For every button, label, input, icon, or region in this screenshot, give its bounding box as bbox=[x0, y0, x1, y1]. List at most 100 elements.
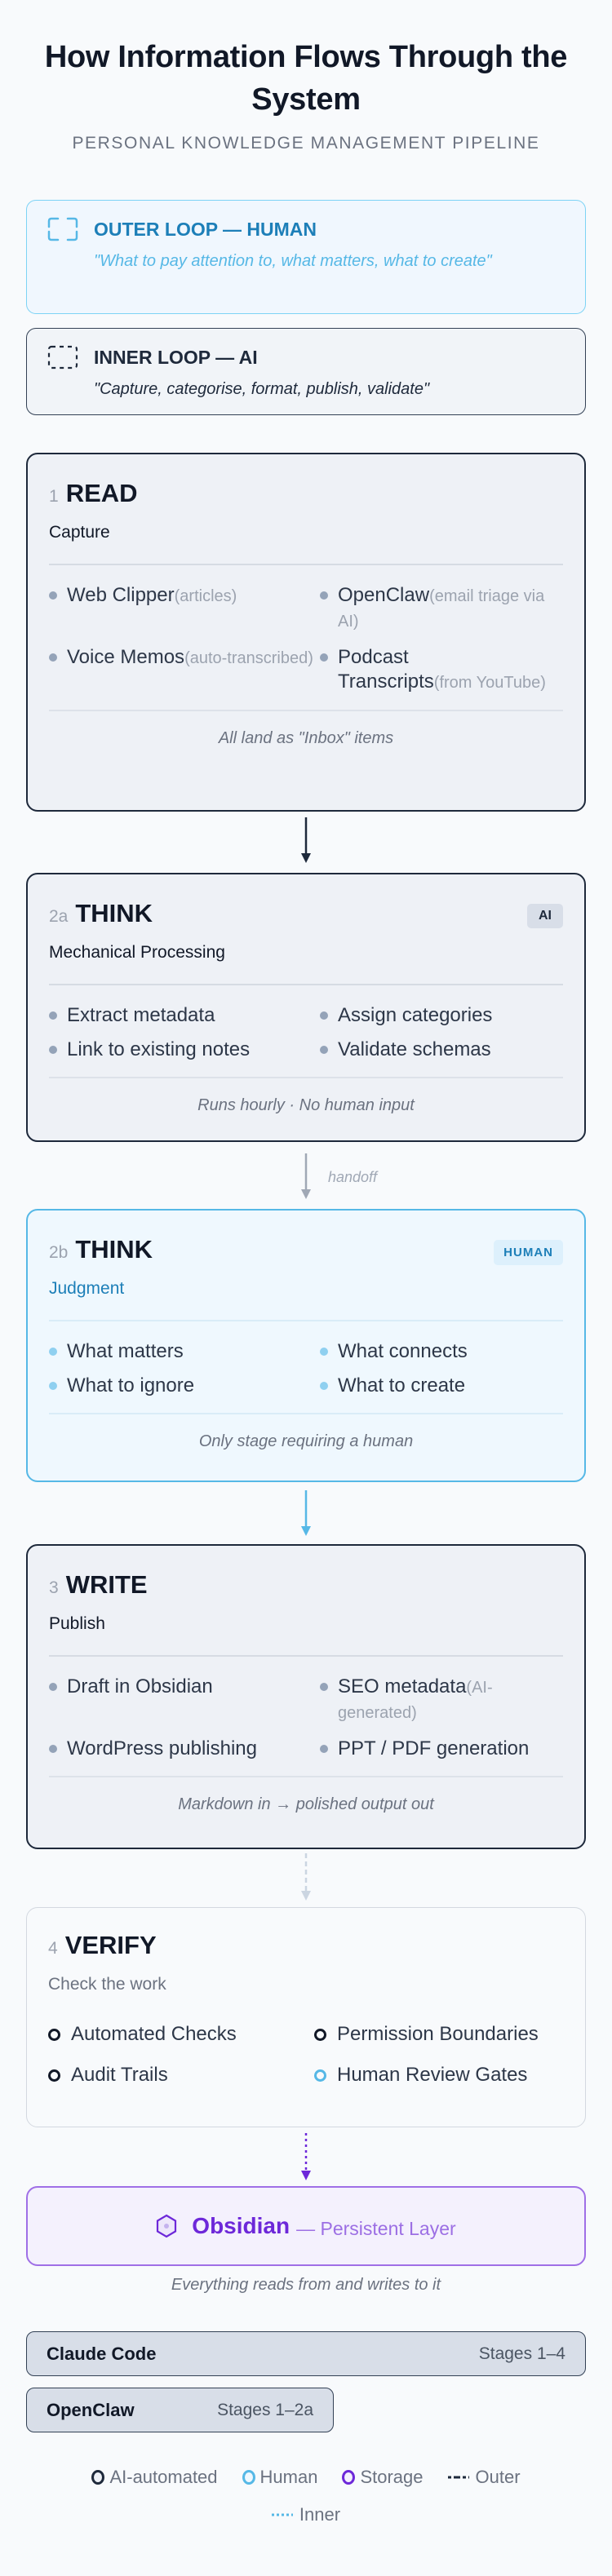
bullet-icon bbox=[49, 1745, 57, 1753]
bullet-icon bbox=[320, 1745, 328, 1753]
legend: AI-automated Human Storage Outer Inner bbox=[0, 2467, 612, 2525]
ai-badge: AI bbox=[527, 904, 563, 928]
tool-stages: Stages 1–4 bbox=[478, 2344, 565, 2363]
human-badge: HUMAN bbox=[494, 1240, 563, 1265]
list-item: What connects bbox=[320, 1339, 563, 1364]
inner-loop-card: INNER LOOP — AI "Capture, categorise, fo… bbox=[26, 328, 586, 415]
bullet-icon bbox=[320, 1683, 328, 1691]
outer-loop-title: OUTER LOOP — HUMAN bbox=[94, 218, 317, 240]
dashed-line-icon bbox=[447, 2476, 469, 2479]
divider bbox=[49, 984, 563, 985]
tool-stages: Stages 1–2a bbox=[217, 2400, 313, 2419]
list-item: Permission Boundaries bbox=[314, 2022, 564, 2047]
dotted-line-icon bbox=[271, 2513, 293, 2516]
stage-name: THINK bbox=[75, 899, 153, 927]
ai-ring-icon bbox=[314, 2029, 326, 2041]
legend-item-inner: Inner bbox=[271, 2504, 340, 2525]
flow-arrow-icon bbox=[301, 1490, 311, 1536]
stage-name: VERIFY bbox=[64, 1931, 157, 1959]
inner-loop-quote: "Capture, categorise, format, publish, v… bbox=[94, 380, 430, 398]
stage-number: 4 bbox=[48, 1939, 58, 1958]
stage-subtitle: Mechanical Processing bbox=[49, 943, 225, 962]
handoff-label: handoff bbox=[328, 1169, 378, 1185]
stage-footer: Runs hourly · No human input bbox=[197, 1095, 415, 1114]
stage-subtitle: Publish bbox=[49, 1614, 105, 1633]
bullet-icon bbox=[49, 1382, 57, 1390]
storage-note: Everything reads from and writes to it bbox=[171, 2276, 441, 2294]
human-ring-icon bbox=[242, 2470, 255, 2485]
dashed-arrow-icon bbox=[301, 1853, 311, 1901]
tool-name: OpenClaw bbox=[47, 2399, 135, 2420]
handoff-arrow-icon bbox=[301, 1153, 311, 1199]
stage-name: WRITE bbox=[65, 1570, 148, 1599]
storage-arrow-icon bbox=[301, 2133, 311, 2180]
stage-name: THINK bbox=[75, 1235, 153, 1264]
bullet-icon bbox=[320, 653, 328, 662]
outer-loop-quote: "What to pay attention to, what matters,… bbox=[94, 252, 492, 270]
list-item: PPT / PDF generation bbox=[320, 1737, 563, 1761]
list-item: Web Clipper(articles) bbox=[49, 583, 320, 634]
page-subtitle: PERSONAL KNOWLEDGE MANAGEMENT PIPELINE bbox=[72, 134, 540, 153]
bullet-icon bbox=[49, 1348, 57, 1356]
stage-number: 2a bbox=[49, 907, 69, 926]
storage-name: Obsidian bbox=[192, 2213, 290, 2238]
dashed-bracket-icon bbox=[47, 217, 78, 241]
ai-ring-icon bbox=[48, 2029, 60, 2041]
bullet-icon bbox=[49, 591, 57, 600]
legend-item-outer: Outer bbox=[447, 2467, 521, 2488]
divider bbox=[49, 1655, 563, 1657]
list-item: Automated Checks bbox=[48, 2022, 314, 2047]
stage-read-card: 1 READ Capture Web Clipper(articles) Ope… bbox=[26, 453, 586, 812]
list-item: Link to existing notes bbox=[49, 1038, 320, 1062]
stage-write-card: 3 WRITE Publish Draft in Obsidian SEO me… bbox=[26, 1544, 586, 1849]
legend-item-ai: AI-automated bbox=[91, 2467, 218, 2488]
stage-footer: Only stage requiring a human bbox=[198, 1432, 414, 1450]
stage-footer: All land as "Inbox" items bbox=[218, 728, 394, 747]
inner-loop-title: INNER LOOP — AI bbox=[94, 346, 258, 368]
legend-item-storage: Storage bbox=[342, 2467, 424, 2488]
storage-ring-icon bbox=[342, 2470, 356, 2485]
stage-number: 3 bbox=[49, 1578, 59, 1597]
stage-number: 1 bbox=[49, 487, 59, 506]
bullet-icon bbox=[320, 1046, 328, 1054]
bullet-icon bbox=[320, 1011, 328, 1020]
list-item: What matters bbox=[49, 1339, 320, 1364]
storage-layer-card: Obsidian — Persistent Layer bbox=[26, 2186, 586, 2266]
stage-name: READ bbox=[65, 479, 138, 507]
list-item: Audit Trails bbox=[48, 2063, 314, 2087]
stage-think-ai-card: 2a THINK AI Mechanical Processing Extrac… bbox=[26, 873, 586, 1142]
bullet-icon bbox=[49, 1046, 57, 1054]
list-item: OpenClaw(email triage via AI) bbox=[320, 583, 563, 634]
divider bbox=[49, 710, 563, 711]
dotted-square-icon bbox=[47, 345, 78, 370]
list-item: Extract metadata bbox=[49, 1003, 320, 1028]
list-item: Human Review Gates bbox=[314, 2063, 564, 2087]
flow-arrow-icon bbox=[301, 817, 311, 863]
bullet-icon bbox=[49, 1011, 57, 1020]
stage-number: 2b bbox=[49, 1243, 69, 1262]
stage-think-human-card: 2b THINK HUMAN Judgment What matters Wha… bbox=[26, 1209, 586, 1482]
list-item: What to create bbox=[320, 1374, 563, 1398]
bullet-icon bbox=[320, 1382, 328, 1390]
bullet-icon bbox=[49, 1683, 57, 1691]
tool-bar-claude-code: Claude Code Stages 1–4 bbox=[26, 2331, 586, 2376]
human-ring-icon bbox=[314, 2069, 326, 2082]
bullet-icon bbox=[320, 591, 328, 600]
list-item: Voice Memos(auto-transcribed) bbox=[49, 645, 320, 695]
ai-ring-icon bbox=[91, 2470, 105, 2485]
tool-name: Claude Code bbox=[47, 2343, 157, 2364]
stage-verify-card: 4 VERIFY Check the work Automated Checks… bbox=[26, 1907, 586, 2127]
list-item: WordPress publishing bbox=[49, 1737, 320, 1761]
stage-subtitle: Judgment bbox=[49, 1279, 125, 1298]
list-item: Draft in Obsidian bbox=[49, 1675, 320, 1725]
list-item: Validate schemas bbox=[320, 1038, 563, 1062]
list-item: What to ignore bbox=[49, 1374, 320, 1398]
bullet-icon bbox=[320, 1348, 328, 1356]
divider bbox=[49, 564, 563, 565]
list-item: Assign categories bbox=[320, 1003, 563, 1028]
bullet-icon bbox=[49, 653, 57, 662]
list-item: SEO metadata(AI-generated) bbox=[320, 1675, 563, 1725]
divider bbox=[49, 1320, 563, 1321]
stage-subtitle: Capture bbox=[49, 523, 110, 542]
legend-item-human: Human bbox=[242, 2467, 317, 2488]
